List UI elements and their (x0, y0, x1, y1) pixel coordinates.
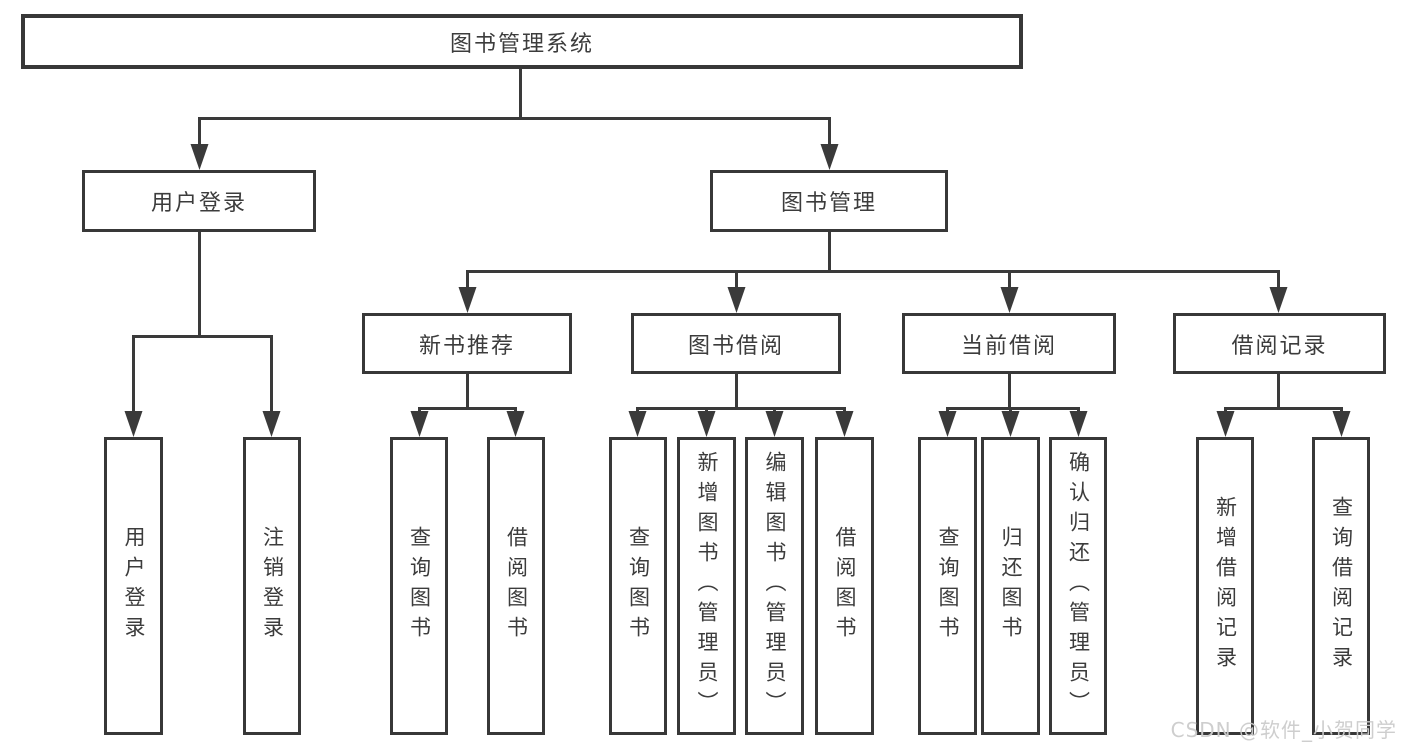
node-current-borrowing-label: 当前借阅 (960, 333, 1057, 359)
leaf-add-books-admin-label: 新增图书（管理员） (695, 451, 719, 721)
node-new-book-recommend: 新书推荐 (362, 313, 572, 374)
leaf-edit-books-admin: 编辑图书（管理员） (745, 437, 804, 735)
leaf-add-borrow-record: 新增借阅记录 (1196, 437, 1254, 735)
node-current-borrowing: 当前借阅 (902, 313, 1116, 374)
leaf-borrow-books-recommend: 借阅图书 (487, 437, 545, 735)
leaf-user-login: 用户登录 (104, 437, 163, 735)
node-borrowing-records: 借阅记录 (1173, 313, 1386, 374)
leaf-borrow-books-recommend-label: 借阅图书 (504, 526, 529, 646)
leaf-add-borrow-record-label: 新增借阅记录 (1213, 496, 1238, 676)
leaf-return-books-label: 归还图书 (999, 526, 1023, 646)
leaf-confirm-return-admin: 确认归还（管理员） (1049, 437, 1107, 735)
leaf-query-books-current: 查询图书 (918, 437, 977, 735)
leaf-confirm-return-admin-label: 确认归还（管理员） (1066, 451, 1091, 721)
node-root-label: 图书管理系统 (449, 31, 594, 57)
node-root: 图书管理系统 (21, 14, 1023, 69)
leaf-query-books-recommend-label: 查询图书 (407, 526, 432, 646)
leaf-query-books-current-label: 查询图书 (936, 526, 960, 646)
leaf-query-books-borrowing: 查询图书 (609, 437, 667, 735)
watermark: CSDN @软件_小贺同学 (1170, 718, 1397, 742)
leaf-query-borrow-record: 查询借阅记录 (1312, 437, 1370, 735)
node-book-borrowing-label: 图书借阅 (687, 333, 784, 359)
leaf-return-books: 归还图书 (981, 437, 1040, 735)
leaf-add-books-admin: 新增图书（管理员） (677, 437, 736, 735)
leaf-logout: 注销登录 (243, 437, 301, 735)
node-user-login-label: 用户登录 (150, 191, 247, 216)
leaf-edit-books-admin-label: 编辑图书（管理员） (763, 451, 787, 721)
leaf-query-books-borrowing-label: 查询图书 (626, 526, 651, 646)
node-book-management-label: 图书管理 (780, 191, 877, 216)
node-user-login: 用户登录 (82, 170, 316, 232)
leaf-query-books-recommend: 查询图书 (390, 437, 448, 735)
leaf-borrow-books-borrowing: 借阅图书 (815, 437, 874, 735)
node-book-borrowing: 图书借阅 (631, 313, 841, 374)
leaf-borrow-books-borrowing-label: 借阅图书 (833, 526, 857, 646)
node-new-book-recommend-label: 新书推荐 (418, 333, 515, 359)
node-book-management: 图书管理 (710, 170, 948, 232)
node-borrowing-records-label: 借阅记录 (1231, 333, 1328, 359)
leaf-query-borrow-record-label: 查询借阅记录 (1329, 496, 1354, 676)
leaf-user-login-label: 用户登录 (122, 526, 146, 646)
leaf-logout-label: 注销登录 (260, 526, 285, 646)
